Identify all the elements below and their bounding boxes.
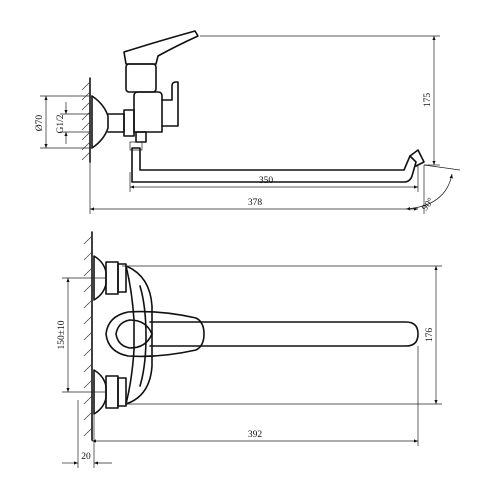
side-diverter-pin: [135, 131, 147, 143]
svg-text:150±10: 150±10: [57, 320, 67, 349]
side-spout: [131, 147, 417, 183]
dim-378: 378: [89, 162, 418, 214]
svg-text:Ø70: Ø70: [35, 115, 45, 132]
side-aerator: [409, 149, 425, 167]
svg-text:392: 392: [248, 430, 263, 440]
svg-text:378: 378: [248, 198, 263, 208]
side-handle: [123, 30, 199, 65]
side-diverter: [161, 81, 179, 127]
top-view: 150±10 176 392 20: [57, 231, 442, 468]
svg-text:90°: 90°: [420, 196, 437, 213]
top-inlet-upper: [93, 255, 127, 301]
side-cartridge: [125, 63, 157, 93]
side-body: [133, 91, 163, 133]
dim-wall-offset: 20: [62, 400, 112, 468]
top-body: [125, 265, 153, 405]
side-eccentric: [107, 113, 125, 133]
dim-175: 175: [200, 35, 440, 166]
dim-swivel-angle: 90°: [405, 164, 461, 214]
svg-text:176: 176: [425, 328, 435, 343]
dim-392: 392: [92, 346, 419, 446]
side-flange: [91, 95, 109, 149]
side-nut: [123, 109, 135, 137]
svg-text:G1/2: G1/2: [56, 114, 66, 133]
top-inlet-lower: [93, 369, 127, 415]
dim-thread: G1/2: [56, 102, 90, 144]
dim-center-distance: 150±10: [57, 277, 106, 393]
dim-176: 176: [122, 265, 442, 405]
svg-text:350: 350: [259, 176, 274, 186]
side-wall: [81, 77, 91, 163]
svg-text:20: 20: [81, 452, 91, 462]
top-spout: [149, 321, 419, 347]
side-view: 175 350 378 90° Ø70: [35, 30, 461, 214]
top-wall: [83, 231, 93, 441]
dim-flange-diameter: Ø70: [35, 95, 92, 149]
top-handle: [105, 310, 205, 358]
svg-text:175: 175: [423, 93, 433, 108]
